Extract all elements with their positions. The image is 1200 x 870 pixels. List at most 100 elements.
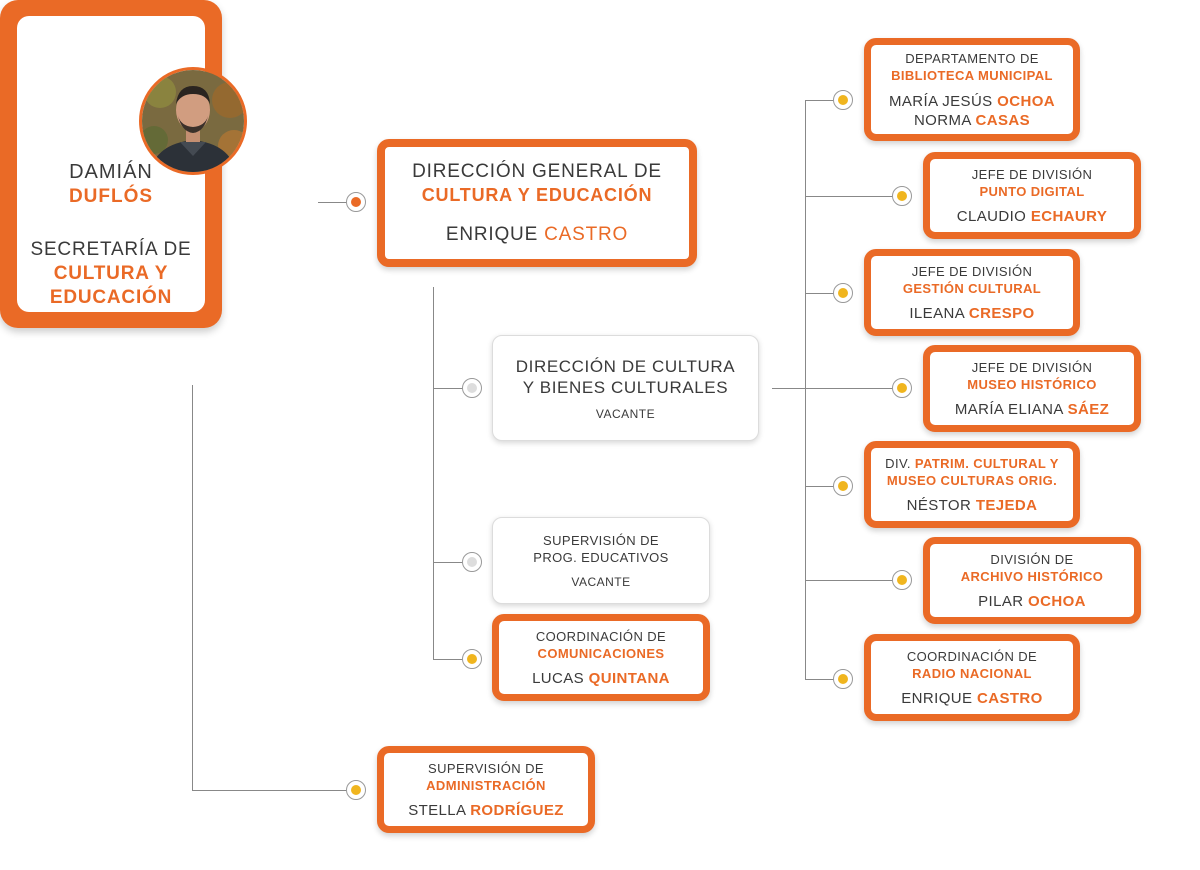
connector-main-to-dg [318,202,348,203]
supervision-admin-person: STELLA RODRÍGUEZ [408,801,564,820]
supervision-admin-title-bold: ADMINISTRACIÓN [426,777,546,793]
direccion-general-last: CASTRO [544,223,629,245]
unit-archivo-historico-title-bold: ARCHIVO HISTÓRICO [960,568,1104,584]
node-prog [462,552,482,572]
connector-unit-1 [805,100,834,101]
unit-biblioteca-title: DEPARTAMENTO DE [905,50,1039,66]
unit-patrimonio-person: NÉSTOR TEJEDA [907,496,1038,515]
node-unit-4 [892,378,912,398]
coord-comunicaciones-last: QUINTANA [588,669,670,687]
unit-punto-digital-last: ECHAURY [1030,207,1108,225]
node-unit-1 [833,90,853,110]
direccion-cultura-status: VACANTE [595,406,656,421]
unit-biblioteca-person-1: MARÍA JESÚS OCHOA [889,92,1055,111]
connector-cultura-to-units [772,388,805,389]
avatar-photo [142,70,244,172]
unit-radio-nacional-title: COORDINACIÓN DE [906,648,1038,664]
node-admin [346,780,366,800]
direccion-general-title-bold: CULTURA Y EDUCACIÓN [421,184,653,205]
unit-gestion-cultural-person: ILEANA CRESPO [909,304,1034,323]
unit-punto-digital-card: JEFE DE DIVISIÓN PUNTO DIGITAL CLAUDIO E… [923,152,1141,239]
avatar [139,67,247,175]
coord-comunicaciones-person: LUCAS QUINTANA [532,669,670,688]
supervision-admin-title: SUPERVISIÓN DE [428,760,544,776]
unit-gestion-cultural-title-bold: GESTIÓN CULTURAL [902,280,1042,296]
unit-museo-historico-person: MARÍA ELIANA SÁEZ [955,400,1109,419]
coord-comunicaciones-card: COORDINACIÓN DE COMUNICACIONES LUCAS QUI… [492,614,710,701]
unit-biblioteca-person-2: NORMA CASAS [914,111,1030,130]
node-direccion-general [346,192,366,212]
unit-archivo-historico-person: PILAR OCHOA [978,592,1086,611]
supervision-prog-card: SUPERVISIÓN DE PROG. EDUCATIVOS VACANTE [492,517,710,604]
unit-gestion-cultural-first: ILEANA [909,304,965,322]
connector-dg-to-prog [433,562,464,563]
unit-biblioteca-first-2: NORMA [913,111,971,129]
direccion-general-title: DIRECCIÓN GENERAL DE [412,160,662,182]
connector-unit-6 [805,580,893,581]
direccion-cultura-title: DIRECCIÓN DE CULTURA Y BIENES CULTURALES [515,356,736,397]
connector-main-to-admin [192,790,347,791]
connector-units-vertical [805,100,806,679]
unit-museo-historico-first: MARÍA ELIANA [954,400,1063,418]
secretary-first-name: DAMIÁN [69,161,153,183]
coord-comunicaciones-title: COORDINACIÓN DE [535,628,667,644]
unit-patrimonio-card: DIV. PATRIM. CULTURAL Y MUSEO CULTURAS O… [864,441,1080,528]
unit-patrimonio-first: NÉSTOR [906,496,972,514]
unit-radio-nacional-person: ENRIQUE CASTRO [901,689,1042,708]
supervision-admin-first: STELLA [408,801,466,819]
node-unit-2 [892,186,912,206]
supervision-admin-card: SUPERVISIÓN DE ADMINISTRACIÓN STELLA ROD… [377,746,595,833]
unit-museo-historico-title-bold: MUSEO HISTÓRICO [967,376,1097,392]
unit-radio-nacional-title-bold: RADIO NACIONAL [912,665,1032,681]
unit-biblioteca-title-bold: BIBLIOTECA MUNICIPAL [891,67,1053,83]
unit-archivo-historico-last: OCHOA [1028,592,1086,610]
coord-comunicaciones-title-bold: COMUNICACIONES [537,645,665,661]
connector-dg-vertical [433,287,434,659]
unit-patrimonio-title: DIV. [885,455,911,471]
supervision-prog-status: VACANTE [571,575,631,589]
unit-archivo-historico-card: DIVISIÓN DE ARCHIVO HISTÓRICO PILAR OCHO… [923,537,1141,624]
node-unit-3 [833,283,853,303]
unit-radio-nacional-card: COORDINACIÓN DE RADIO NACIONAL ENRIQUE C… [864,634,1080,721]
direccion-general-person: ENRIQUE CASTRO [446,224,628,246]
supervision-admin-last: RODRÍGUEZ [470,801,564,819]
secretary-role-bold: CULTURA Y EDUCACIÓN [49,263,173,308]
unit-archivo-historico-title: DIVISIÓN DE [990,551,1074,567]
connector-unit-4 [805,388,893,389]
unit-biblioteca-last-2: CASAS [975,111,1031,129]
secretary-role: SECRETARÍA DE [30,239,192,260]
connector-unit-7 [805,679,834,680]
connector-main-vertical [192,385,193,790]
node-cultura [462,378,482,398]
unit-museo-historico-title: JEFE DE DIVISIÓN [971,359,1093,375]
direccion-general-first: ENRIQUE [445,223,539,245]
unit-punto-digital-first: CLAUDIO [956,207,1027,225]
secretary-last-name: DUFLÓS [68,186,154,207]
unit-gestion-cultural-last: CRESPO [968,304,1035,322]
coord-comunicaciones-first: LUCAS [532,669,585,687]
unit-biblioteca-last-1: OCHOA [997,92,1055,110]
unit-patrimonio-last: TEJEDA [975,496,1038,514]
connector-dg-to-com [433,659,464,660]
connector-unit-5 [805,486,834,487]
unit-patrimonio-title-bold: PATRIM. CULTURAL Y MUSEO CULTURAS ORIG. [886,455,1059,488]
unit-biblioteca-first-1: MARÍA JESÚS [888,92,993,110]
node-unit-7 [833,669,853,689]
unit-radio-nacional-first: ENRIQUE [901,689,973,707]
connector-unit-2 [805,196,893,197]
connector-unit-3 [805,293,834,294]
unit-radio-nacional-last: CASTRO [977,689,1043,707]
unit-biblioteca-card: DEPARTAMENTO DE BIBLIOTECA MUNICIPAL MAR… [864,38,1080,141]
node-unit-5 [833,476,853,496]
unit-museo-historico-card: JEFE DE DIVISIÓN MUSEO HISTÓRICO MARÍA E… [923,345,1141,432]
unit-museo-historico-last: SÁEZ [1067,400,1110,418]
direccion-cultura-card: DIRECCIÓN DE CULTURA Y BIENES CULTURALES… [492,335,759,441]
connector-dg-to-cultura [433,388,464,389]
direccion-general-card: DIRECCIÓN GENERAL DE CULTURA Y EDUCACIÓN… [377,139,697,267]
supervision-prog-title: SUPERVISIÓN DE PROG. EDUCATIVOS [533,533,669,565]
unit-punto-digital-person: CLAUDIO ECHAURY [957,207,1107,226]
unit-gestion-cultural-title: JEFE DE DIVISIÓN [911,263,1033,279]
node-comunicaciones [462,649,482,669]
unit-patrimonio-title-line: DIV. PATRIM. CULTURAL Y MUSEO CULTURAS O… [882,455,1062,489]
unit-archivo-historico-first: PILAR [978,592,1024,610]
